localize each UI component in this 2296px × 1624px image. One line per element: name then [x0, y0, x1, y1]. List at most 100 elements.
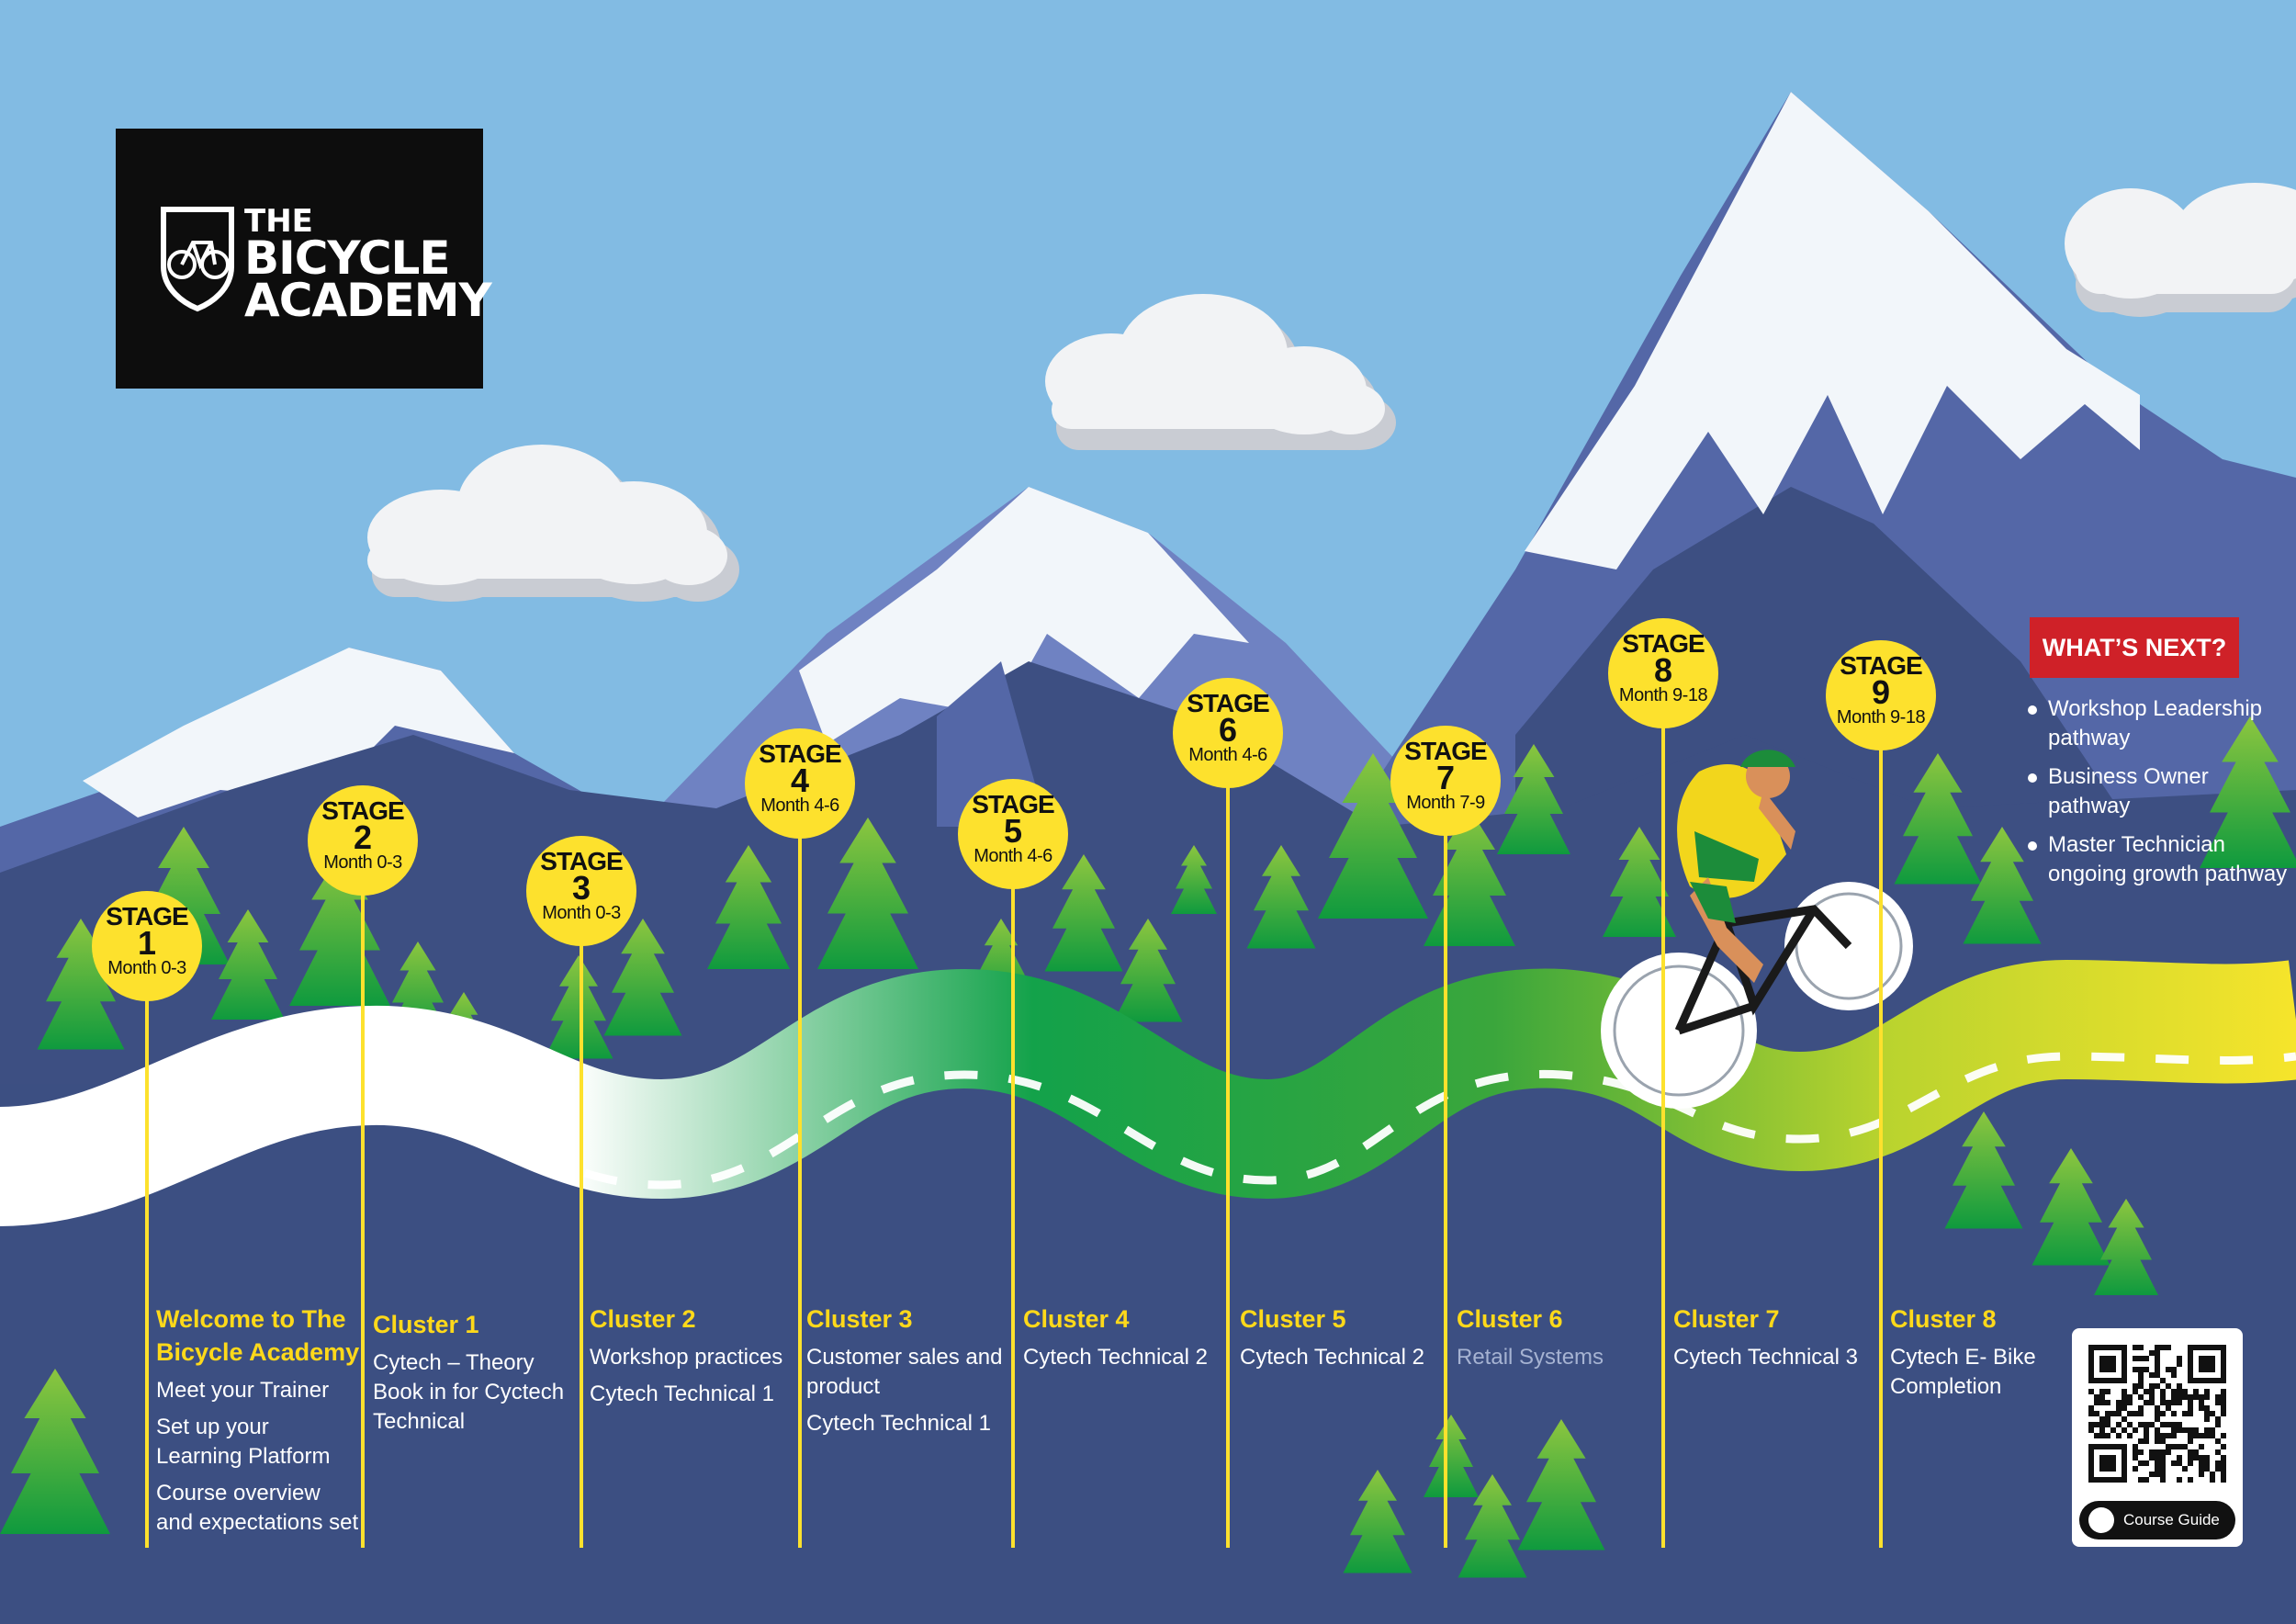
- stage-number: 8: [1653, 651, 1673, 689]
- stage-word: STAGE: [106, 902, 188, 930]
- stage-number: 4: [790, 761, 810, 799]
- stage-word: STAGE: [1622, 629, 1705, 658]
- cloud: [367, 445, 727, 585]
- stage-7-label: STAGE 7 Month 7-9: [1381, 737, 1510, 814]
- whats-next-banner: WHAT’S NEXT?: [2030, 617, 2239, 678]
- column-cluster-1: Cluster 1 Cytech – Theory Book in for Cy…: [373, 1308, 577, 1444]
- stage-months: Month 0-3: [542, 903, 621, 923]
- stage-discs: [92, 618, 1936, 1001]
- bicycle-shield-icon: [161, 207, 234, 312]
- stage-months: Month 4-6: [760, 795, 839, 816]
- column-item: Cytech Technical 2: [1240, 1345, 1424, 1370]
- column-item: Workshop practices: [590, 1345, 783, 1370]
- stage-5-label: STAGE 5 Month 4-6: [949, 790, 1077, 867]
- stage-months: Month 9-18: [1836, 707, 1926, 727]
- stage-poles: [145, 703, 1883, 1548]
- column-title: Cluster 7: [1673, 1305, 1780, 1333]
- logo-line-2: BICYCLE: [244, 231, 451, 285]
- stage-number: 2: [353, 818, 373, 856]
- stage-1-label: STAGE 1 Month 0-3: [83, 902, 211, 979]
- stage-months: Month 9-18: [1618, 685, 1708, 705]
- ground: [0, 1084, 2296, 1624]
- column-item: Cytech Technical 3: [1673, 1345, 1858, 1370]
- stage-word: STAGE: [972, 790, 1054, 818]
- stage-number: 5: [1003, 812, 1023, 850]
- stage-months: Month 7-9: [1406, 793, 1485, 813]
- cloud: [2065, 183, 2296, 299]
- course-guide-label: Course Guide: [2123, 1511, 2220, 1528]
- stage-9-label: STAGE 9 Month 9-18: [1817, 651, 1945, 728]
- column-title: Cluster 6: [1457, 1305, 1563, 1333]
- column-item: Customer sales and product: [806, 1345, 1003, 1399]
- stage-4-label: STAGE 4 Month 4-6: [736, 739, 864, 817]
- stage-number: 1: [137, 924, 157, 962]
- qr-card[interactable]: Course Guide: [2072, 1328, 2243, 1547]
- column-item: Cytech E- Bike Completion: [1890, 1345, 2036, 1399]
- column-title: Cluster 8: [1890, 1305, 1997, 1333]
- cloud: [1045, 294, 1385, 434]
- stage-number: 3: [571, 869, 591, 907]
- list-item: Master Technician ongoing growth pathway: [2020, 830, 2296, 889]
- logo: THE BICYCLE ACADEMY: [116, 129, 492, 389]
- course-guide-button[interactable]: Course Guide: [2079, 1501, 2235, 1539]
- stage-disc-2: [308, 785, 418, 896]
- stage-word: STAGE: [321, 796, 404, 825]
- stage-word: STAGE: [540, 847, 623, 875]
- stage-8-label: STAGE 8 Month 9-18: [1599, 629, 1728, 706]
- logo-line-1: THE: [244, 203, 313, 240]
- pdf-icon: [2088, 1507, 2114, 1533]
- stage-months: Month 0-3: [323, 852, 402, 873]
- qr-code[interactable]: [2088, 1345, 2226, 1483]
- stage-word: STAGE: [759, 739, 841, 768]
- column-cluster-7: Cluster 7 Cytech Technical 3: [1673, 1303, 1877, 1380]
- column-item: Retail Systems: [1457, 1345, 1604, 1370]
- whats-next-list: Workshop Leadership pathway Business Own…: [2020, 694, 2296, 898]
- stage-2-label: STAGE 2 Month 0-3: [298, 796, 427, 874]
- column-cluster-8: Cluster 8 Cytech E- Bike Completion: [1890, 1303, 2055, 1409]
- stage-disc-5: [958, 779, 1068, 889]
- column-title: Cluster 3: [806, 1305, 913, 1333]
- stage-word: STAGE: [1404, 737, 1487, 765]
- stage-months: Month 4-6: [1188, 745, 1267, 765]
- column-item: Cytech – Theory Book in for Cyctech Tech…: [373, 1350, 565, 1434]
- column-title: Cluster 2: [590, 1305, 696, 1333]
- snow-cap: [83, 648, 514, 818]
- list-item: Workshop Leadership pathway: [2020, 694, 2296, 753]
- column-cluster-3: Cluster 3 Customer sales and product Cyt…: [806, 1303, 1010, 1446]
- stage-disc-1: [92, 891, 202, 1001]
- column-item: Cytech Technical 2: [1023, 1345, 1208, 1370]
- snow-cap: [799, 487, 1249, 744]
- column-item: Cytech Technical 1: [806, 1411, 991, 1436]
- stage-disc-9: [1826, 640, 1936, 750]
- column-cluster-6: Cluster 6 Retail Systems: [1457, 1303, 1660, 1380]
- stage-disc-7: [1390, 726, 1501, 836]
- stage-disc-3: [526, 836, 636, 946]
- column-cluster-4: Cluster 4 Cytech Technical 2: [1023, 1303, 1227, 1380]
- column-item: Set up your Learning Platform: [156, 1415, 331, 1469]
- column-title: Cluster 5: [1240, 1305, 1346, 1333]
- road-dashes: [274, 1052, 2296, 1190]
- stage-word: STAGE: [1187, 689, 1269, 717]
- stage-disc-4: [745, 728, 855, 839]
- column-title: Cluster 1: [373, 1311, 479, 1338]
- logo-wordmark: THE BICYCLE ACADEMY: [244, 203, 492, 327]
- stage-months: Month 4-6: [974, 846, 1052, 866]
- stage-3-label: STAGE 3 Month 0-3: [517, 847, 646, 924]
- column-item: Meet your Trainer: [156, 1378, 330, 1403]
- column-item: Course overview and expectations set: [156, 1481, 359, 1535]
- stage-number: 9: [1871, 673, 1891, 711]
- stage-word: STAGE: [1840, 651, 1922, 680]
- column-title: Welcome to The Bicycle Academy: [156, 1305, 360, 1366]
- stage-disc-6: [1173, 678, 1283, 788]
- column-item: Cytech Technical 1: [590, 1382, 774, 1406]
- road: [0, 959, 2296, 1226]
- column-welcome: Welcome to The Bicycle Academy Meet your…: [156, 1303, 360, 1545]
- stage-6-label: STAGE 6 Month 4-6: [1164, 689, 1292, 766]
- stage-number: 6: [1218, 711, 1238, 749]
- column-cluster-5: Cluster 5 Cytech Technical 2: [1240, 1303, 1444, 1380]
- logo-line-3: ACADEMY: [244, 274, 492, 327]
- stage-months: Month 0-3: [107, 958, 186, 978]
- column-title: Cluster 4: [1023, 1305, 1130, 1333]
- stage-number: 7: [1435, 759, 1456, 796]
